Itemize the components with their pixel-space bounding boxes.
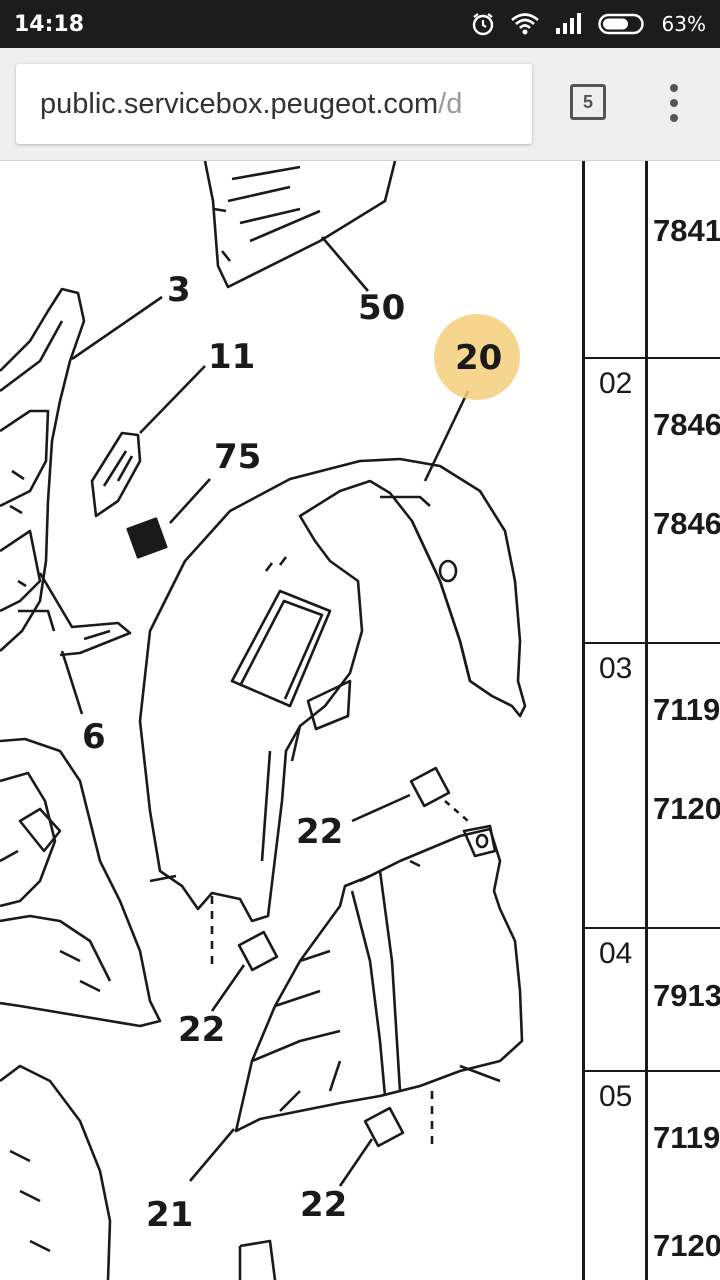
part-6-clip	[18, 572, 132, 657]
table-row-number: 02	[599, 367, 633, 400]
part-reference[interactable]: 7120	[653, 791, 720, 826]
callout-6: 6	[82, 717, 106, 757]
table-row-number: 03	[599, 652, 633, 685]
part-3-frame	[0, 287, 86, 652]
signal-icon	[555, 13, 581, 34]
parts-diagram[interactable]: 3 50 11 20 75 6 22 22 21 22	[0, 161, 582, 1280]
page-content[interactable]: 3 50 11 20 75 6 22 22 21 22 02 03 04 05 …	[0, 161, 720, 1280]
wifi-icon	[510, 13, 539, 35]
table-row-divider	[585, 642, 720, 644]
part-reference[interactable]: 7119	[653, 1120, 720, 1155]
part-reference[interactable]: 7841	[653, 213, 720, 248]
browser-toolbar: public.servicebox.peugeot.com/d 5	[0, 48, 720, 161]
overflow-menu-button[interactable]	[660, 78, 688, 128]
table-row-divider	[585, 357, 720, 359]
menu-dot-icon	[670, 99, 678, 107]
part-75-pad	[126, 517, 168, 559]
part-reference[interactable]: 7119	[653, 692, 720, 727]
menu-dot-icon	[670, 84, 678, 92]
callout-50: 50	[358, 288, 405, 328]
callout-11: 11	[208, 337, 255, 377]
fastener-22	[237, 930, 279, 972]
table-row-number: 04	[599, 937, 633, 970]
part-20-liner	[138, 457, 527, 923]
status-bar: 14:18 63%	[0, 0, 720, 48]
alarm-icon	[472, 13, 493, 36]
part-21-liner	[234, 824, 524, 1133]
table-row-divider	[585, 927, 720, 929]
battery-percent: 63%	[661, 12, 706, 36]
callout-22: 22	[178, 1010, 225, 1050]
callout-20[interactable]: 20	[455, 338, 502, 378]
status-time: 14:18	[14, 11, 85, 37]
callout-3: 3	[167, 270, 191, 310]
part-50-panel	[203, 161, 397, 289]
table-column-divider	[645, 161, 648, 1280]
part-reference[interactable]: 7846	[653, 506, 720, 541]
fastener-22	[363, 1106, 405, 1148]
part-reference[interactable]: 7913	[653, 978, 720, 1013]
tab-switcher-button[interactable]: 5	[570, 84, 606, 120]
address-bar[interactable]: public.servicebox.peugeot.com/d	[16, 64, 532, 144]
tab-count: 5	[582, 91, 593, 112]
callout-20-highlight	[434, 314, 520, 400]
part-reference[interactable]: 7120	[653, 1228, 720, 1263]
menu-dot-icon	[670, 114, 678, 122]
battery-icon	[597, 13, 644, 35]
part-11-bracket	[90, 431, 142, 518]
table-row-number: 05	[599, 1080, 633, 1113]
callout-21: 21	[146, 1195, 193, 1235]
callout-22: 22	[300, 1185, 347, 1225]
table-row-divider	[585, 1070, 720, 1072]
status-icons: 63%	[470, 11, 706, 37]
callout-22: 22	[296, 812, 343, 852]
url-path: /d	[438, 87, 463, 120]
url-domain: public.servicebox.peugeot.com	[40, 87, 439, 120]
parts-table: 02 03 04 05 7841 7846 7846 7119 7120 791…	[582, 161, 720, 1280]
callout-75: 75	[214, 437, 261, 477]
part-reference[interactable]: 7846	[653, 407, 720, 442]
fastener-22	[409, 766, 451, 808]
lower-left-parts	[0, 737, 277, 1280]
